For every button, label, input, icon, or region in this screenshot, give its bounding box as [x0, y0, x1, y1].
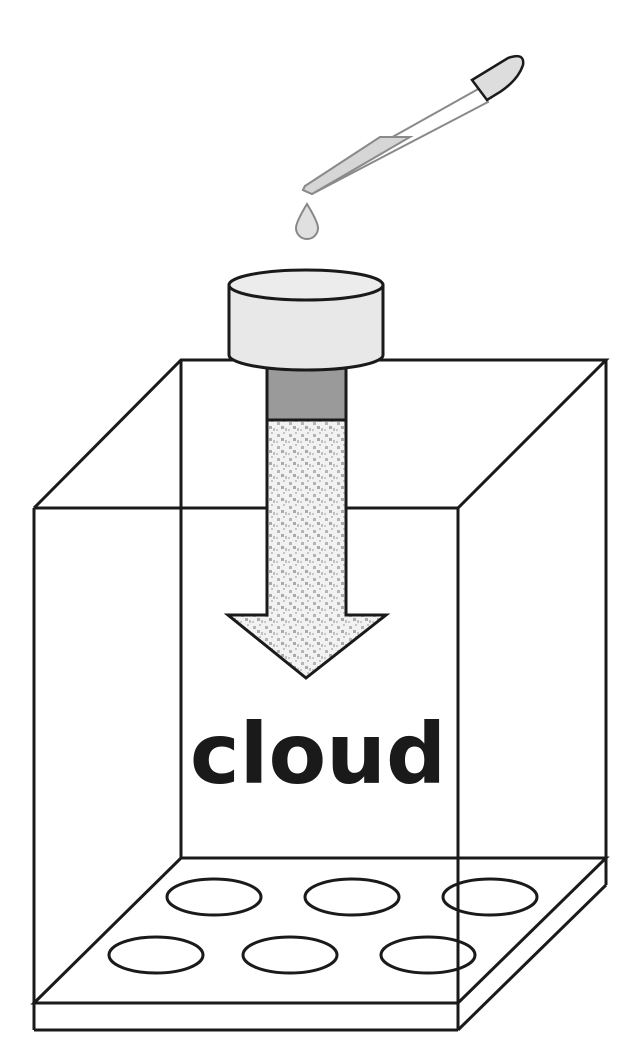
- dropper-icon: [301, 54, 525, 196]
- chamber-box: [32, 358, 610, 885]
- downward-arrow: [223, 418, 391, 680]
- base-plate: [30, 856, 610, 1032]
- droplet-icon: [294, 202, 320, 240]
- cylinder-cap: [227, 268, 385, 372]
- sample-wells: [107, 877, 539, 975]
- tube-dark-section: [265, 366, 348, 422]
- cloud-label: cloud: [190, 705, 446, 803]
